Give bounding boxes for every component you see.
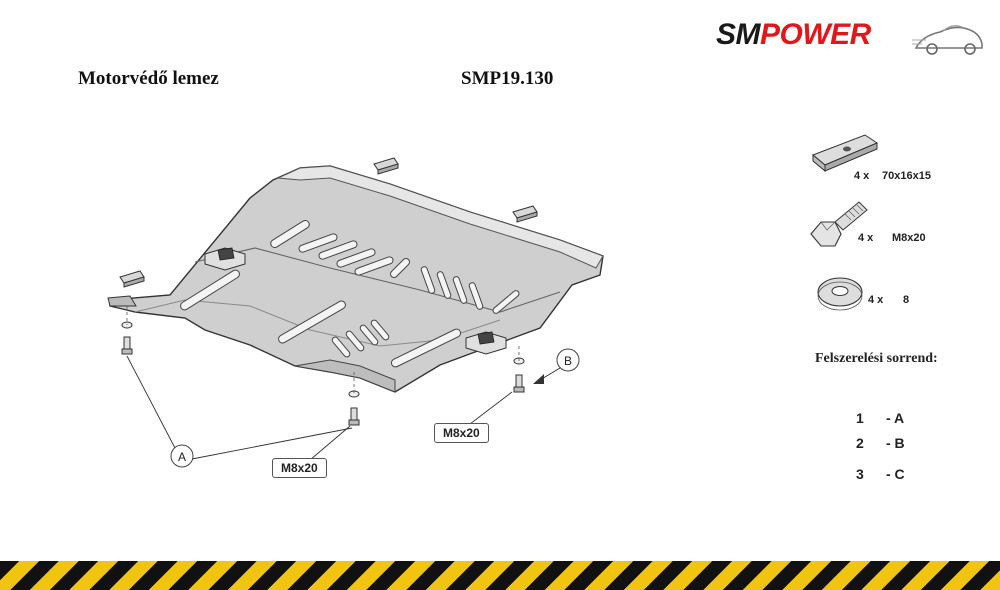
bolt-left bbox=[121, 321, 133, 355]
hardware-size-2: M8x20 bbox=[892, 232, 926, 244]
skid-plate-diagram: A B bbox=[107, 157, 604, 468]
logo-part-power: POWER bbox=[760, 18, 871, 51]
install-step-1-num: 1 bbox=[856, 410, 864, 426]
plate-nut-icon bbox=[812, 134, 879, 173]
bolt-center bbox=[348, 390, 360, 426]
hardware-qty-2: 4 x bbox=[858, 232, 874, 244]
hardware-qty-1: 4 x bbox=[854, 170, 870, 182]
bolt-icon bbox=[810, 201, 868, 247]
brand-logo: SMPOWER bbox=[716, 14, 986, 58]
mounting-block-left bbox=[204, 247, 246, 271]
arrow-b-icon bbox=[533, 367, 561, 384]
callout-circle-a bbox=[170, 444, 194, 468]
install-step-3-num: 3 bbox=[856, 466, 864, 482]
bolt-size-label-left: M8x20 bbox=[272, 458, 327, 478]
install-step-3-val: - C bbox=[886, 466, 905, 482]
hardware-size-3: 8 bbox=[903, 294, 910, 306]
car-silhouette-icon bbox=[912, 25, 983, 55]
callout-circle-b bbox=[556, 348, 580, 372]
hazard-stripe bbox=[0, 561, 1000, 590]
install-step-2-val: - B bbox=[886, 435, 905, 451]
ventilation-slots bbox=[180, 219, 520, 368]
part-code: SMP19.130 bbox=[461, 68, 554, 89]
bolt-size-label-right: M8x20 bbox=[434, 423, 489, 443]
callout-b-label: B bbox=[564, 354, 572, 368]
hardware-qty-3: 4 x bbox=[868, 294, 884, 306]
alignment-lines bbox=[126, 306, 520, 394]
install-step-2-num: 2 bbox=[856, 435, 864, 451]
page-title: Motorvédő lemez bbox=[78, 68, 219, 89]
leader-lines bbox=[126, 355, 513, 461]
install-step-1-val: - A bbox=[886, 410, 905, 426]
washer-icon bbox=[817, 277, 863, 311]
mounting-block-right bbox=[465, 331, 507, 355]
logo-part-sm: SM bbox=[716, 18, 761, 51]
hardware-size-1: 70x16x15 bbox=[882, 170, 931, 182]
skid-plate bbox=[107, 165, 604, 393]
clip-nuts bbox=[119, 157, 538, 288]
install-order-title: Felszerelési sorrend: bbox=[815, 351, 938, 366]
callout-a-label: A bbox=[178, 450, 186, 464]
bolt-right bbox=[513, 357, 525, 393]
